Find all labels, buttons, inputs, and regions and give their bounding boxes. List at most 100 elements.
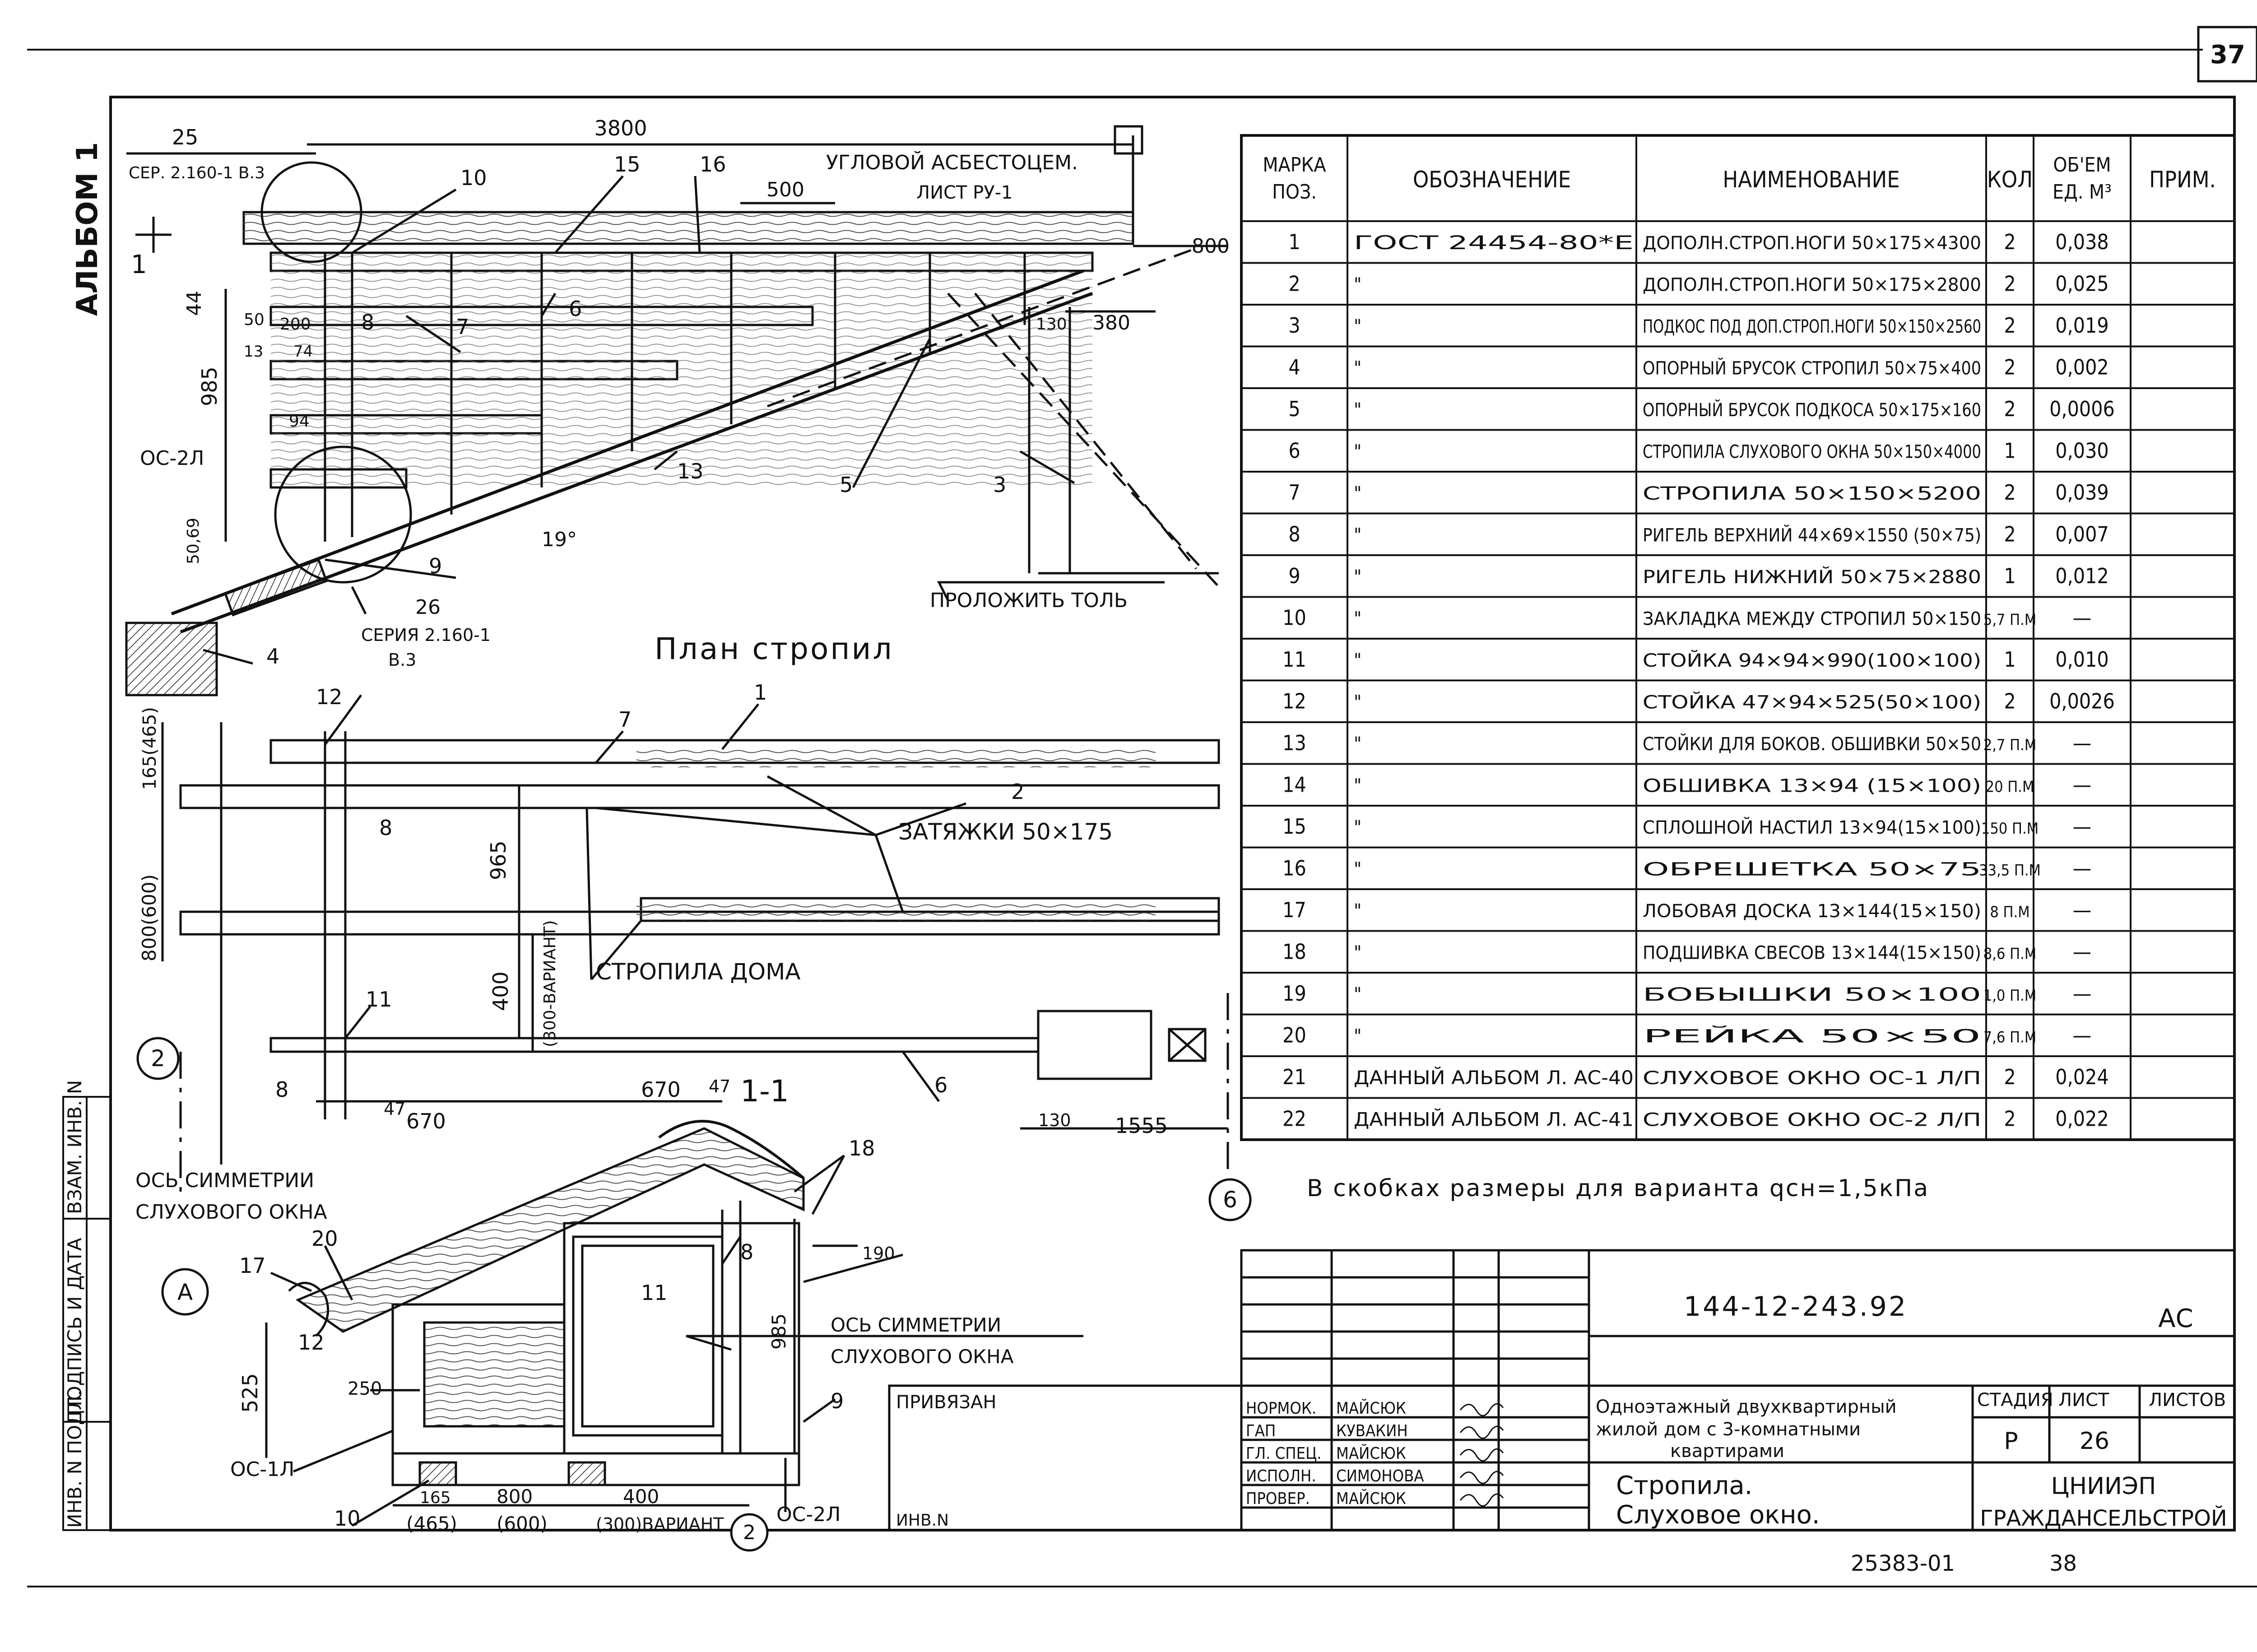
dim-1555: 1555 <box>1115 1114 1168 1138</box>
dim-130b: 130 <box>1038 1110 1071 1130</box>
axis-sym: ОСЬ СИММЕТРИИ <box>135 1169 314 1192</box>
spec-cell-r2-c4: 0,025 <box>2055 272 2108 296</box>
spec-cell-r10-c4: — <box>2073 606 2091 630</box>
doc-code: 144-12-243.92 <box>1684 1291 1908 1323</box>
dim-400: 400 <box>488 971 513 1011</box>
angle-19: 19° <box>542 528 577 551</box>
spec-cell-r12-c0: 12 <box>1282 689 1306 714</box>
spec-cell-r15-c2: СПЛОШНОЙ НАСТИЛ 13×94(15×100) <box>1643 817 1981 838</box>
spec-cell-r17-c4: — <box>2073 898 2091 922</box>
inv-n: ИНВ.N <box>896 1511 949 1530</box>
spec-cell-r20-c4: — <box>2073 1023 2091 1048</box>
corner-asbestos: УГЛОВОЙ АСБЕСТОЦЕМ. <box>826 150 1078 174</box>
sheet-number: 37 <box>2210 40 2245 70</box>
oc1l-label: ОС-1Л <box>230 1458 294 1481</box>
sec-callout-9: 9 <box>831 1389 844 1413</box>
oc2l-label: ОС-2Л <box>140 447 204 470</box>
spec-cell-r16-c1: " <box>1354 858 1361 880</box>
sheets-label: ЛИСТОВ <box>2149 1390 2226 1411</box>
sec-callout-8: 8 <box>740 1240 753 1264</box>
spec-cell-r16-c4: — <box>2073 856 2091 881</box>
spec-cell-r7-c0: 7 <box>1288 480 1300 505</box>
spec-cell-r19-c1: " <box>1354 983 1361 1005</box>
dim-94: 94 <box>289 412 310 431</box>
person-name: МАЙСЮК <box>1336 1489 1406 1508</box>
dim-44: 44 <box>183 291 206 316</box>
sec-axis-sym2: СЛУХОВОГО ОКНА <box>831 1346 1014 1368</box>
plan-callout-6: 6 <box>934 1073 947 1097</box>
spec-cell-r2-c1: " <box>1354 274 1361 296</box>
dim-50: 50 <box>244 311 265 329</box>
spec-cell-r11-c0: 11 <box>1282 647 1306 672</box>
sec-callout-11: 11 <box>641 1281 668 1305</box>
spec-cell-r9-c1: " <box>1354 566 1361 588</box>
title-block <box>888 1249 2236 1531</box>
spec-cell-r13-c3: 2,7 П.М <box>1983 736 2036 754</box>
spec-cell-r6-c2: СТРОПИЛА СЛУХОВОГО ОКНА 50×150×4000 <box>1643 442 1981 463</box>
sec-callout-20: 20 <box>311 1226 338 1251</box>
spec-cell-r14-c2: ОБШИВКА 13×94 (15×100) <box>1643 776 1981 797</box>
spec-cell-r1-c4: 0,038 <box>2055 230 2108 254</box>
spec-header-5: ПРИМ. <box>2149 167 2216 193</box>
spec-cell-r8-c1: " <box>1354 524 1361 546</box>
plan-callout-11: 11 <box>366 987 392 1012</box>
spec-header-0: МАРКА <box>1263 153 1326 176</box>
axis-2-label: 2 <box>151 1045 165 1072</box>
dim-300v: (300-ВАРИАНТ) <box>541 920 559 1047</box>
spec-cell-r15-c0: 15 <box>1282 814 1306 839</box>
spec-cell-r15-c4: — <box>2073 814 2091 839</box>
dim-670a: 670 <box>406 1109 446 1133</box>
spec-cell-r6-c3: 1 <box>2004 439 2016 463</box>
dim-250: 250 <box>348 1378 382 1399</box>
spec-cell-r13-c0: 13 <box>1282 731 1306 755</box>
spec-cell-r11-c1: " <box>1354 649 1361 671</box>
spec-cell-r3-c2: ПОДКОС ПОД ДОП.СТРОП.НОГИ 50×150×2560 <box>1643 316 1981 337</box>
sec-callout-12: 12 <box>298 1330 325 1355</box>
spec-cell-r20-c2: РЕЙКА 50×50 <box>1643 1026 1981 1047</box>
spec-cell-r19-c3: 1,0 П.М <box>1983 987 2036 1005</box>
sec-dim-400: 400 <box>623 1485 659 1508</box>
ser-ref3: В.3 <box>388 650 416 670</box>
dim-74: 74 <box>293 343 313 361</box>
axis-a-label: А <box>177 1279 193 1305</box>
person-role: ИСПОЛН. <box>1246 1467 1316 1485</box>
spec-cell-r11-c2: СТОЙКА 94×94×990(100×100) <box>1643 650 1981 671</box>
spec-cell-r9-c0: 9 <box>1288 564 1300 588</box>
dim-50-69: 50,69 <box>184 518 203 564</box>
spec-cell-r1-c2: ДОПОЛН.СТРОП.НОГИ 50×175×4300 <box>1643 233 1981 254</box>
sheet-title-1: Стропила. <box>1616 1471 1752 1500</box>
privyazan: ПРИВЯЗАН <box>896 1392 996 1413</box>
spec-cell-r22-c2: СЛУХОВОЕ ОКНО ОС-2 Л/П <box>1643 1110 1981 1131</box>
spec-cell-r3-c3: 2 <box>2004 313 2016 338</box>
stamp-vzam: ВЗАМ. ИНВ. N <box>64 1080 86 1214</box>
spec-cell-r2-c2: ДОПОЛН.СТРОП.НОГИ 50×175×2800 <box>1643 275 1981 296</box>
spec-cell-r9-c2: РИГЕЛЬ НИЖНИЙ 50×75×2880 <box>1643 566 1981 588</box>
spec-cell-r16-c3: 33,5 П.М <box>1979 862 2041 880</box>
spec-cell-r3-c4: 0,019 <box>2055 313 2108 338</box>
spec-cell-r4-c1: " <box>1354 357 1361 379</box>
spec-cell-r11-c4: 0,010 <box>2055 647 2108 672</box>
spec-cell-r4-c3: 2 <box>2004 355 2016 380</box>
ser-ref: СЕР. 2.160-1 В.3 <box>129 164 265 182</box>
spec-cell-r18-c1: " <box>1354 942 1361 964</box>
sec-dim-465: (465) <box>406 1513 457 1535</box>
signature-mark <box>1459 1448 1504 1462</box>
spec-cell-r19-c2: БОБЫШКИ 50×100 <box>1643 984 1981 1005</box>
spec-cell-r21-c2: СЛУХОВОЕ ОКНО ОС-1 Л/П <box>1643 1068 1981 1089</box>
callout-4: 4 <box>266 644 279 668</box>
org-line-2: ГРАЖДАНСЕЛЬСТРОЙ <box>1980 1505 2227 1531</box>
spec-cell-r7-c2: СТРОПИЛА 50×150×5200 <box>1643 483 1981 504</box>
sec-axis-sym: ОСЬ СИММЕТРИИ <box>831 1314 1001 1336</box>
callout-3: 3 <box>993 473 1006 497</box>
spec-cell-r18-c0: 18 <box>1282 940 1306 964</box>
spec-cell-r13-c4: — <box>2073 731 2091 755</box>
plan-callout-7: 7 <box>618 707 632 732</box>
dim-800: 800 <box>1192 235 1230 258</box>
dim-380: 380 <box>1092 311 1130 334</box>
bottom-page: 38 <box>2049 1551 2077 1576</box>
dim-200: 200 <box>280 315 311 334</box>
spec-header-2: НАИМЕНОВАНИЕ <box>1723 167 1899 193</box>
ser-26: 26 <box>415 596 441 619</box>
dim-670b: 670 <box>641 1077 681 1102</box>
